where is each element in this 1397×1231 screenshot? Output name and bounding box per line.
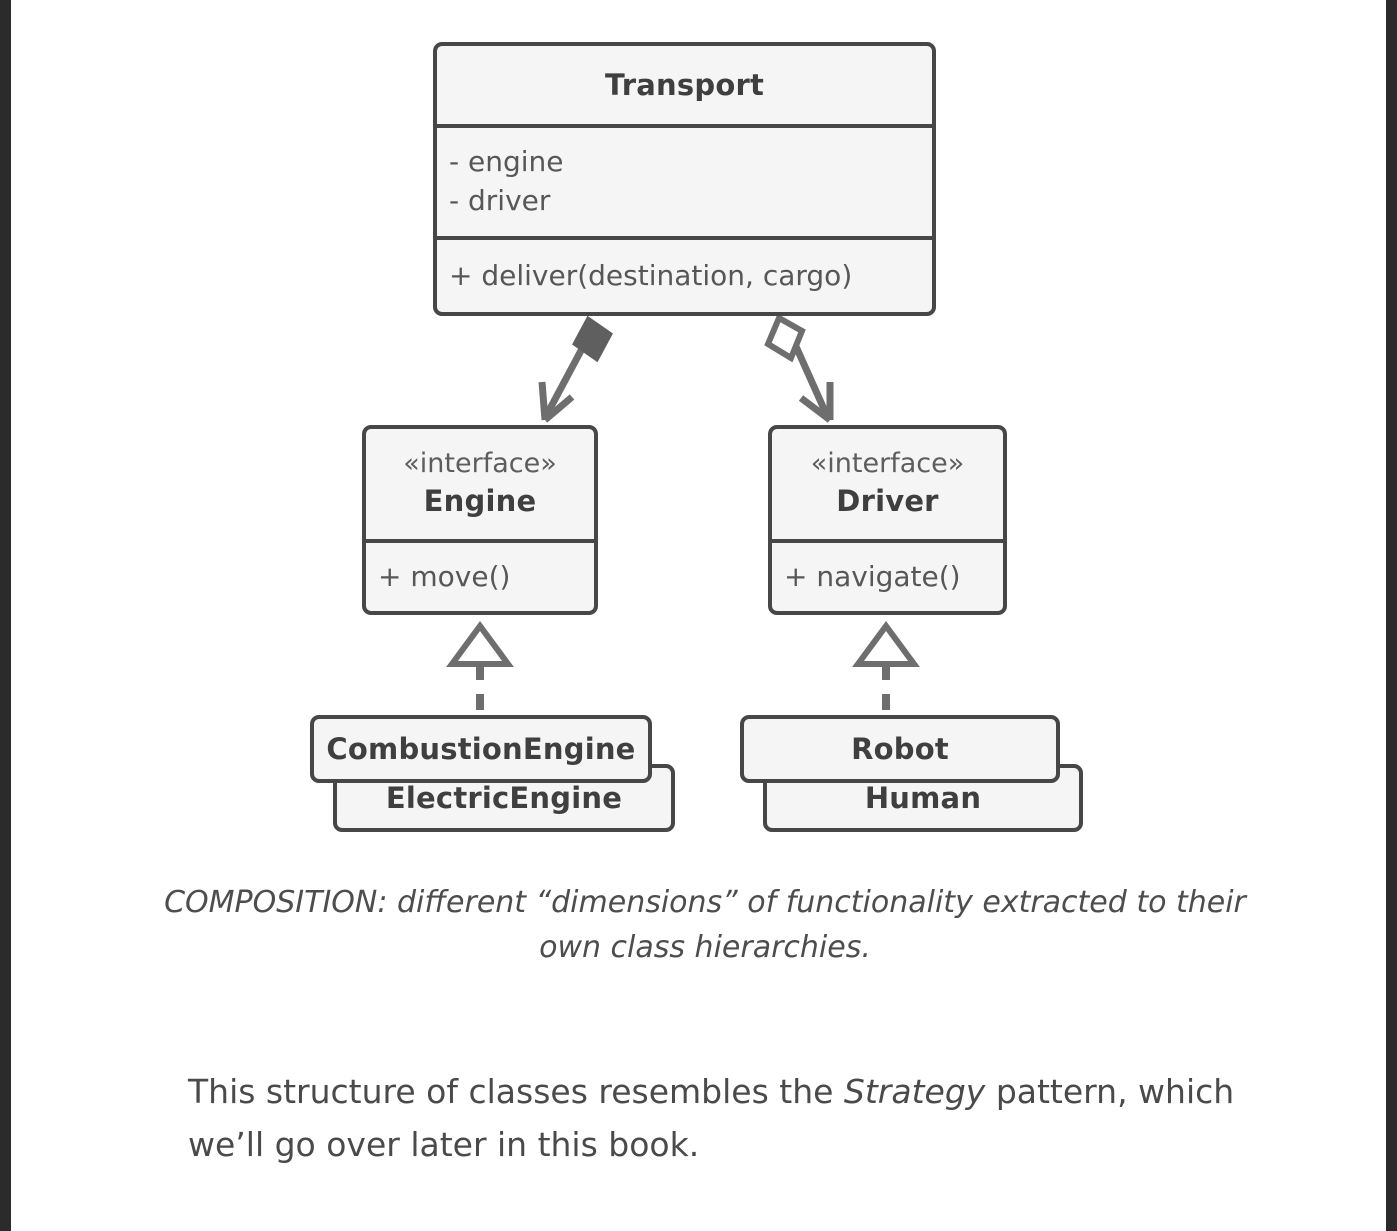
transport-name-compartment: Transport <box>437 46 932 124</box>
engine-class-name: Engine <box>423 484 537 519</box>
class-box-combustion-engine[interactable]: CombustionEngine <box>310 715 652 783</box>
combustion-engine-name-compartment: CombustionEngine <box>314 719 648 779</box>
robot-class-name: Robot <box>851 732 949 766</box>
robot-name-compartment: Robot <box>744 719 1056 779</box>
body-text-emphasis: Strategy <box>843 1072 986 1111</box>
engine-name-compartment: «interface» Engine <box>366 429 594 539</box>
engine-stereotype: «interface» <box>403 447 557 479</box>
transport-operations-compartment: + deliver(destination, cargo) <box>437 236 932 312</box>
transport-operation: + deliver(destination, cargo) <box>449 258 853 292</box>
composition-connector-transport-engine <box>538 315 613 423</box>
driver-stereotype: «interface» <box>810 447 965 479</box>
engine-operations-compartment: + move() <box>366 539 594 611</box>
realization-connector-driver <box>852 620 920 714</box>
electric-engine-name-compartment: ElectricEngine <box>337 768 671 828</box>
uml-class-diagram: Transport - engine - driver + deliver(de… <box>310 42 1083 832</box>
right-edge-bar <box>1386 0 1397 1231</box>
body-text-after: pattern, which we’ll go over later in th… <box>188 1072 1235 1165</box>
class-box-engine[interactable]: «interface» Engine + move() <box>362 425 598 615</box>
transport-attribute: - driver <box>449 184 551 217</box>
left-edge-bar <box>0 0 11 1231</box>
class-box-transport[interactable]: Transport - engine - driver + deliver(de… <box>433 42 936 316</box>
human-class-name: Human <box>864 781 982 815</box>
electric-engine-class-name: ElectricEngine <box>385 781 623 815</box>
transport-class-name: Transport <box>604 68 765 102</box>
driver-operation: + navigate() <box>784 559 961 593</box>
combustion-engine-class-name: CombustionEngine <box>326 732 636 766</box>
driver-name-compartment: «interface» Driver <box>772 429 1003 539</box>
figure-caption: COMPOSITION: different “dimensions” of f… <box>164 885 1246 965</box>
transport-attribute: - engine <box>449 145 564 179</box>
body-paragraph: This structure of classes resembles the … <box>188 1065 1238 1172</box>
body-text-before: This structure of classes resembles the <box>188 1072 844 1111</box>
driver-operations-compartment: + navigate() <box>772 539 1003 611</box>
transport-attributes-compartment: - engine - driver <box>437 124 932 236</box>
driver-class-name: Driver <box>836 484 939 519</box>
realization-connector-engine <box>446 620 514 714</box>
human-name-compartment: Human <box>767 768 1079 828</box>
engine-operation: + move() <box>378 559 511 593</box>
class-box-driver[interactable]: «interface» Driver + navigate() <box>768 425 1007 615</box>
aggregation-connector-transport-driver <box>764 313 834 423</box>
class-box-robot[interactable]: Robot <box>740 715 1060 783</box>
